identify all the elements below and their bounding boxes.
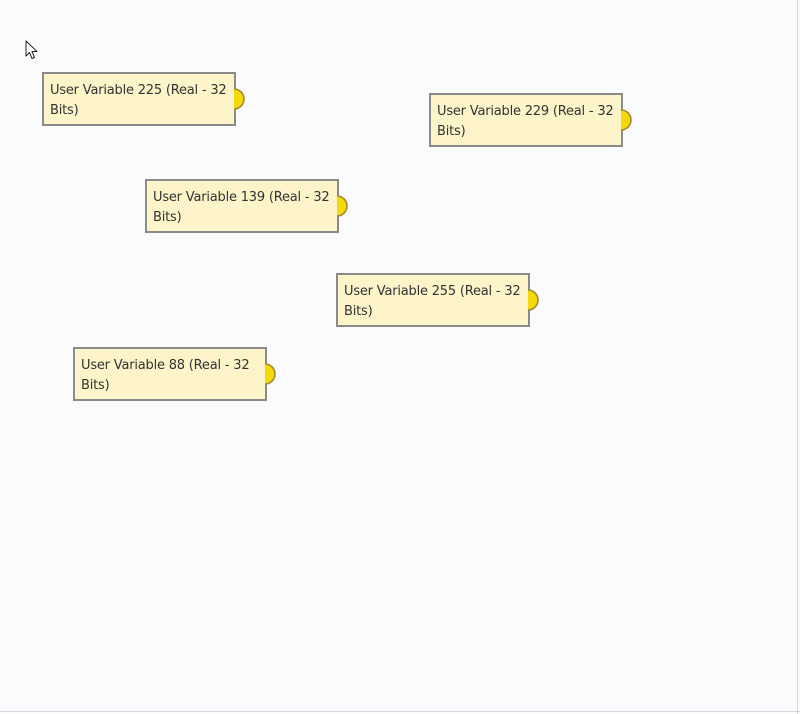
- output-port-icon[interactable]: [232, 88, 248, 110]
- canvas-right-border: [797, 0, 798, 714]
- user-variable-88-node[interactable]: User Variable 88 (Real - 32 Bits): [73, 347, 276, 401]
- user-variable-255-node[interactable]: User Variable 255 (Real - 32 Bits): [336, 273, 539, 327]
- node-box[interactable]: User Variable 255 (Real - 32 Bits): [336, 273, 530, 327]
- node-label: User Variable 255 (Real - 32 Bits): [344, 284, 521, 319]
- node-box[interactable]: User Variable 139 (Real - 32 Bits): [145, 179, 339, 233]
- node-label: User Variable 225 (Real - 32 Bits): [50, 83, 227, 118]
- node-label: User Variable 229 (Real - 32 Bits): [437, 104, 614, 139]
- node-box[interactable]: User Variable 225 (Real - 32 Bits): [42, 72, 236, 126]
- node-box[interactable]: User Variable 88 (Real - 32 Bits): [73, 347, 267, 401]
- user-variable-225-node[interactable]: User Variable 225 (Real - 32 Bits): [42, 72, 245, 126]
- node-label: User Variable 88 (Real - 32 Bits): [81, 358, 250, 393]
- output-port-icon[interactable]: [526, 289, 542, 311]
- output-port-icon[interactable]: [335, 195, 351, 217]
- canvas-bottom-border: [0, 711, 800, 712]
- mouse-pointer-icon: [25, 40, 38, 59]
- node-label: User Variable 139 (Real - 32 Bits): [153, 190, 330, 225]
- user-variable-139-node[interactable]: User Variable 139 (Real - 32 Bits): [145, 179, 348, 233]
- user-variable-229-node[interactable]: User Variable 229 (Real - 32 Bits): [429, 93, 632, 147]
- node-box[interactable]: User Variable 229 (Real - 32 Bits): [429, 93, 623, 147]
- output-port-icon[interactable]: [619, 109, 635, 131]
- output-port-icon[interactable]: [263, 363, 279, 385]
